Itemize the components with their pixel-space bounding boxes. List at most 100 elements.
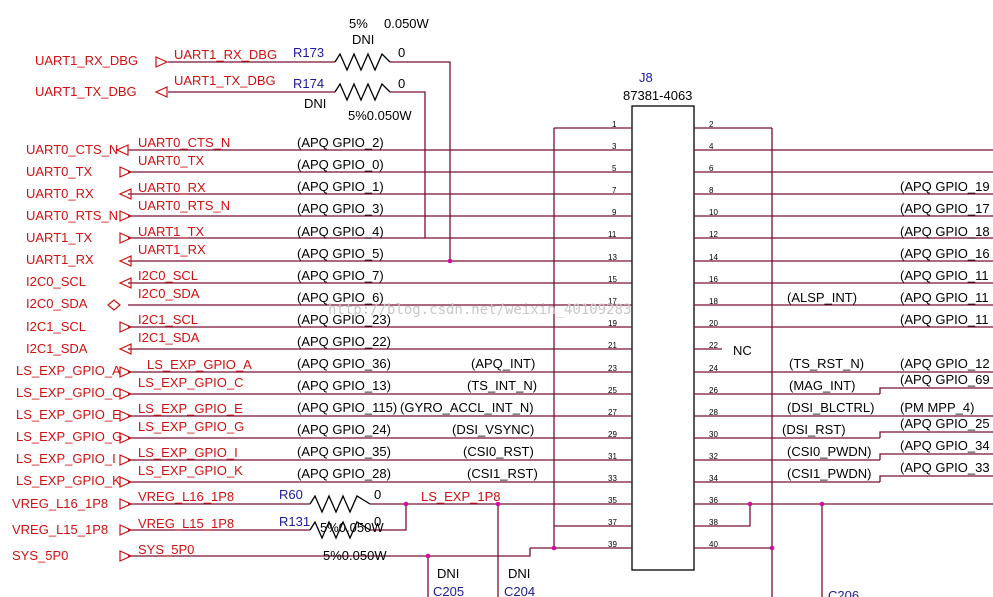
svg-text:36: 36	[709, 496, 718, 505]
watermark-text: http://blog.csdn.net/weixin_40109283	[328, 302, 631, 318]
wire-uart1-tx-dbg: UART1_TX_DBG	[174, 73, 276, 88]
wire-uart1-rx-dbg: UART1_RX_DBG	[174, 47, 277, 62]
svg-text:26: 26	[709, 386, 718, 395]
svg-text:VREG_L15_1P8: VREG_L15_1P8	[12, 522, 108, 537]
cap-c205-note: DNI	[437, 566, 459, 581]
svg-text:(DSI_VSYNC): (DSI_VSYNC)	[452, 422, 534, 437]
port-uart1-tx-dbg: UART1_TX_DBG	[35, 84, 137, 99]
svg-text:(APQ GPIO_34: (APQ GPIO_34	[900, 438, 990, 453]
svg-text:(APQ GPIO_28): (APQ GPIO_28)	[297, 466, 391, 481]
svg-text:(CSI0_PWDN): (CSI0_PWDN)	[787, 444, 872, 459]
svg-text:LS_EXP_GPIO_K: LS_EXP_GPIO_K	[138, 463, 243, 478]
connector-body	[631, 105, 695, 571]
svg-text:(APQ GPIO_22): (APQ GPIO_22)	[297, 334, 391, 349]
svg-text:(APQ GPIO_6): (APQ GPIO_6)	[297, 290, 384, 305]
wire-net-labels: UART0_CTS_N UART0_TX UART0_RX UART0_RTS_…	[138, 135, 501, 557]
svg-text:5: 5	[612, 164, 617, 173]
svg-text:(GYRO_ACCL_INT_N): (GYRO_ACCL_INT_N)	[400, 400, 534, 415]
svg-text:UART0_RTS_N: UART0_RTS_N	[138, 198, 230, 213]
svg-text:25: 25	[608, 386, 617, 395]
svg-text:(APQ GPIO_4): (APQ GPIO_4)	[297, 224, 384, 239]
r131-ref: R131	[279, 514, 310, 529]
port-arrow-out-icon	[154, 86, 168, 98]
pin-numbers-left: 1 3 5 7 9 11 13 15 17 19 21 23 25 27 29 …	[608, 120, 617, 549]
svg-text:(APQ GPIO_23): (APQ GPIO_23)	[297, 312, 391, 327]
svg-text:32: 32	[709, 452, 718, 461]
svg-text:LS_EXP_GPIO_I: LS_EXP_GPIO_I	[16, 451, 116, 466]
svg-text:SYS_5P0: SYS_5P0	[138, 542, 194, 557]
svg-text:(APQ GPIO_36): (APQ GPIO_36)	[297, 356, 391, 371]
svg-text:LS_EXP_1P8: LS_EXP_1P8	[421, 489, 501, 504]
svg-text:(APQ GPIO_17: (APQ GPIO_17	[900, 201, 990, 216]
r173-tol: 5%	[349, 16, 368, 31]
svg-text:33: 33	[608, 474, 617, 483]
junction-dots	[403, 258, 825, 559]
svg-text:(APQ GPIO_24): (APQ GPIO_24)	[297, 422, 391, 437]
resistor-r174-symbol	[334, 82, 391, 102]
svg-text:37: 37	[608, 518, 617, 527]
svg-text:SYS_5P0: SYS_5P0	[12, 548, 68, 563]
svg-text:I2C1_SCL: I2C1_SCL	[26, 319, 86, 334]
svg-text:(TS_RST_N): (TS_RST_N)	[789, 356, 864, 371]
svg-text:35: 35	[608, 496, 617, 505]
r173-power: 0.050W	[384, 16, 430, 31]
svg-text:29: 29	[608, 430, 617, 439]
svg-text:I2C0_SDA: I2C0_SDA	[138, 286, 200, 301]
svg-text:27: 27	[608, 408, 617, 417]
left-ports: UART0_CTS_N UART0_TX UART0_RX UART0_RTS_…	[12, 142, 122, 563]
svg-text:2: 2	[709, 120, 714, 129]
svg-text:LS_EXP_GPIO_G: LS_EXP_GPIO_G	[16, 429, 122, 444]
resistor-r173-symbol	[334, 52, 391, 72]
svg-text:3: 3	[612, 142, 617, 151]
svg-text:(APQ GPIO_1): (APQ GPIO_1)	[297, 179, 384, 194]
svg-text:(CSI1_RST): (CSI1_RST)	[467, 466, 538, 481]
r173-value: 0	[398, 45, 405, 60]
svg-text:(APQ GPIO_13): (APQ GPIO_13)	[297, 378, 391, 393]
r174-tol: 5%0.050W	[348, 108, 412, 123]
resistor-r131-symbol	[309, 520, 371, 540]
cap-c205-ref: C205	[433, 584, 464, 597]
svg-text:(APQ GPIO_69: (APQ GPIO_69	[900, 372, 990, 387]
svg-text:UART0_CTS_N: UART0_CTS_N	[138, 135, 230, 150]
svg-text:LS_EXP_GPIO_K: LS_EXP_GPIO_K	[16, 473, 121, 488]
port-arrow-in-icon	[155, 56, 169, 68]
svg-text:(PM MPP_4): (PM MPP_4)	[900, 400, 974, 415]
svg-text:8: 8	[709, 186, 714, 195]
svg-text:23: 23	[608, 364, 617, 373]
svg-text:(DSI_RST): (DSI_RST)	[782, 422, 846, 437]
svg-text:LS_EXP_GPIO_G: LS_EXP_GPIO_G	[138, 419, 244, 434]
svg-text:(APQ GPIO_16: (APQ GPIO_16	[900, 246, 990, 261]
svg-text:(APQ GPIO_3): (APQ GPIO_3)	[297, 201, 384, 216]
connector-refdes: J8	[639, 70, 653, 85]
svg-text:(APQ GPIO_11: (APQ GPIO_11	[900, 312, 989, 327]
svg-text:13: 13	[608, 253, 617, 262]
svg-text:LS_EXP_GPIO_I: LS_EXP_GPIO_I	[138, 445, 238, 460]
cap-c204-ref: C204	[504, 584, 535, 597]
svg-text:(APQ GPIO_11: (APQ GPIO_11	[900, 290, 989, 305]
r131-tol-b: 5%0.050W	[323, 548, 387, 563]
svg-text:LS_EXP_GPIO_A: LS_EXP_GPIO_A	[16, 363, 121, 378]
svg-text:VREG_L15_1P8: VREG_L15_1P8	[138, 516, 234, 531]
svg-text:I2C1_SDA: I2C1_SDA	[138, 330, 200, 345]
right-function-labels: (ALSP_INT) (TS_RST_N) (MAG_INT) (DSI_BLC…	[782, 290, 874, 481]
svg-text:10: 10	[709, 208, 718, 217]
svg-text:UART0_CTS_N: UART0_CTS_N	[26, 142, 118, 157]
svg-text:(APQ GPIO_11: (APQ GPIO_11	[900, 268, 989, 283]
r174-value: 0	[398, 76, 405, 91]
svg-text:(MAG_INT): (MAG_INT)	[789, 378, 855, 393]
svg-text:UART1_RX: UART1_RX	[26, 252, 94, 267]
cap-c206-ref: C206	[828, 588, 859, 597]
r131-tol-a: 5%0.050W	[320, 520, 384, 535]
r131-value: 0	[374, 514, 381, 529]
svg-text:19: 19	[608, 319, 617, 328]
left-gpio-labels: (APQ GPIO_2) (APQ GPIO_0) (APQ GPIO_1) (…	[297, 135, 397, 481]
svg-text:I2C1_SCL: I2C1_SCL	[138, 312, 198, 327]
svg-text:I2C0_SCL: I2C0_SCL	[138, 268, 198, 283]
svg-text:I2C0_SCL: I2C0_SCL	[26, 274, 86, 289]
svg-text:22: 22	[709, 341, 718, 350]
resistor-r60-symbol	[309, 494, 371, 514]
svg-text:24: 24	[709, 364, 718, 373]
svg-text:38: 38	[709, 518, 718, 527]
svg-text:I2C0_SDA: I2C0_SDA	[26, 296, 88, 311]
svg-text:VREG_L16_1P8: VREG_L16_1P8	[138, 489, 234, 504]
